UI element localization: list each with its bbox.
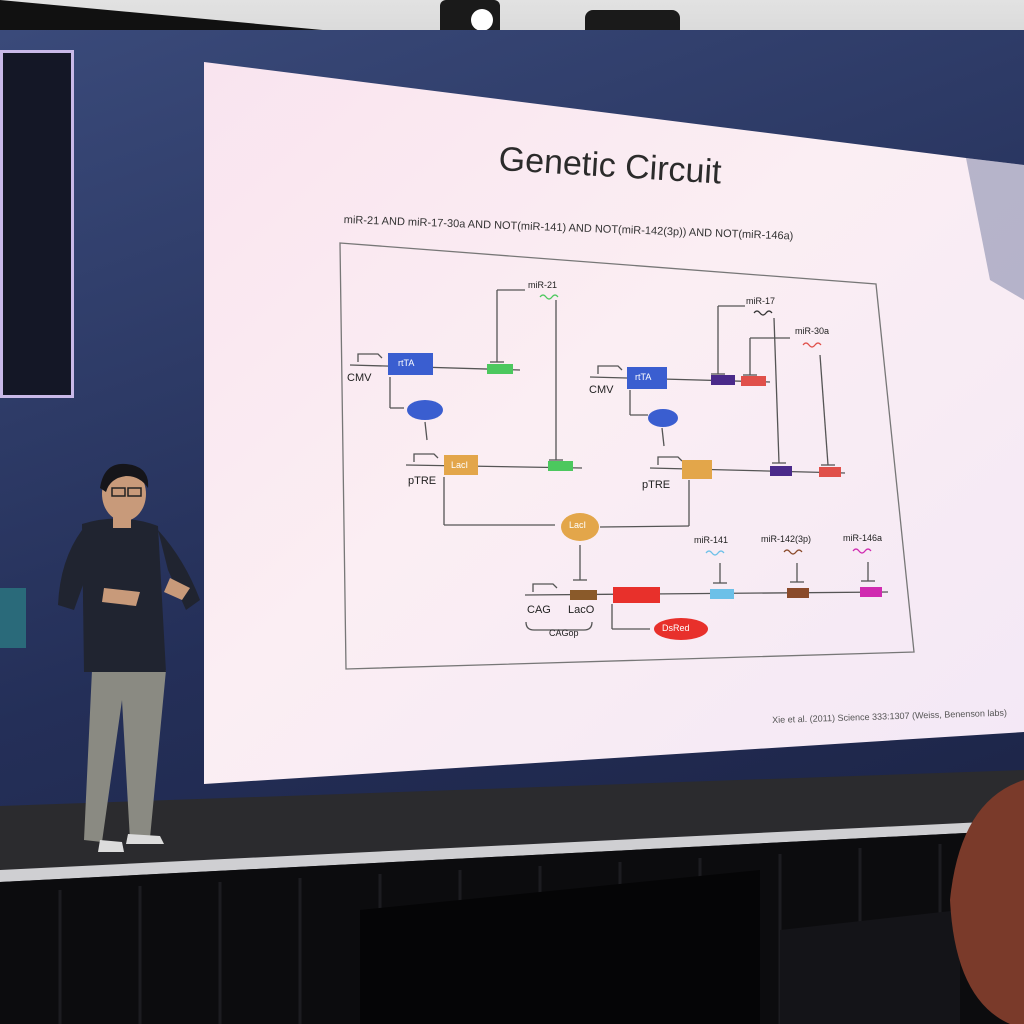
- rtta-gene-1: [388, 353, 433, 375]
- gene-label-rtta-2: rtTA: [635, 372, 652, 382]
- mir142-site: [787, 588, 809, 598]
- laci-gene-1: [444, 455, 478, 475]
- circuit-diagram: [349, 289, 889, 631]
- mirna-label-mir142: miR-142(3p): [761, 534, 812, 544]
- circuit-parts: [388, 353, 882, 640]
- rtta-protein-1: [407, 400, 443, 420]
- mirna-label-mir17: miR-17: [746, 296, 776, 306]
- slide-background: [204, 62, 1024, 784]
- diagram-frame: [339, 242, 915, 670]
- promoter-label-cmv-2: CMV: [589, 384, 614, 396]
- protein-label-dsred: DsRed: [662, 623, 690, 633]
- mirna-squiggles: [539, 294, 872, 556]
- mir21-site-2: [548, 461, 573, 471]
- mirna-label-mir30a: miR-30a: [795, 326, 830, 336]
- mir17-site-1: [711, 375, 735, 385]
- rtta-gene-2: [627, 367, 667, 389]
- dsred-protein: [654, 618, 708, 640]
- promoter-label-cmv-1: CMV: [347, 372, 372, 384]
- stage: [0, 770, 1024, 1024]
- laco-site: [570, 590, 597, 600]
- laci-protein: [561, 513, 599, 541]
- promoter-label-cag: CAG: [527, 604, 551, 616]
- side-screen: [0, 50, 74, 398]
- mir146a-site: [860, 587, 882, 597]
- gene-label-laci: LacI: [451, 460, 469, 470]
- protein-label-laci: LacI: [569, 520, 587, 530]
- operator-label-laco: LacO: [568, 604, 595, 616]
- mirna-label-mir141: miR-141: [694, 535, 729, 545]
- laci-gene-2: [682, 460, 712, 479]
- dsred-gene: [613, 587, 660, 603]
- mir30a-site-1: [741, 376, 766, 386]
- promoter-label-ptre-1: pTRE: [408, 475, 437, 487]
- gene-label-rtta-1: rtTA: [398, 358, 415, 368]
- cagop-label: CAGop: [549, 628, 579, 638]
- mir21-site-1: [487, 364, 513, 374]
- mirna-label-mir146a: miR-146a: [843, 533, 883, 543]
- lectern: [0, 588, 26, 648]
- mir141-site: [710, 589, 734, 599]
- mir17-site-2: [770, 466, 792, 476]
- mirna-label-mir21: miR-21: [528, 280, 558, 290]
- promoter-label-ptre-2: pTRE: [642, 479, 671, 491]
- stage-monitor: [360, 870, 760, 1024]
- mir30a-site-2: [819, 467, 841, 477]
- rtta-protein-2: [648, 409, 678, 427]
